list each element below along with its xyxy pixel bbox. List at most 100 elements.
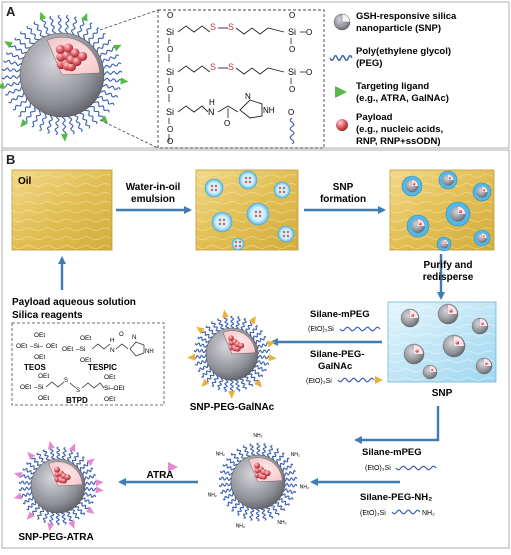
payload-ball: [455, 340, 460, 345]
peg-chain: [218, 476, 233, 481]
sulfur-atom: S: [228, 22, 234, 32]
peg-chain: [2, 80, 23, 88]
peg-chain: [31, 109, 42, 128]
peg-chain: [270, 503, 280, 516]
ligand-icon: [0, 82, 5, 90]
surface-ripple: [195, 209, 297, 214]
legend-ligand-line1: Targeting ligand: [356, 81, 429, 92]
surface-ripple: [387, 341, 495, 346]
btpd-chain: [45, 381, 65, 388]
payload-title-line1: Payload aqueous solution: [12, 297, 136, 308]
payload-dot: [234, 240, 238, 244]
peg-chain: [256, 442, 261, 457]
surface-ripple: [11, 191, 111, 196]
payload-dot: [218, 222, 222, 226]
nh2-label: NH₂: [300, 485, 309, 491]
surface-ripple: [11, 200, 111, 205]
peg-chain: [194, 342, 209, 348]
peg-chain: [282, 488, 296, 494]
nh-atom: NH: [145, 349, 154, 355]
payload-ball: [411, 313, 415, 317]
galnac-ligand-icon: [375, 376, 383, 384]
peg-chain: [223, 377, 229, 392]
oet-group: OEt: [34, 354, 45, 361]
peg-chain: [260, 507, 267, 521]
payload-dot: [234, 244, 238, 248]
payload-ball: [481, 322, 484, 325]
peg-chain: [222, 491, 236, 501]
payload-dot: [238, 244, 242, 248]
ligand-icon: [266, 340, 276, 348]
peg-chain: [242, 445, 251, 459]
water-droplet: [204, 178, 224, 198]
si-atom: –Si: [34, 384, 43, 391]
peg-chain: [249, 443, 256, 457]
imidazole-n: N: [245, 92, 251, 101]
payload-dot: [258, 214, 262, 218]
surface-ripple: [387, 315, 495, 319]
peg-chain: [235, 316, 241, 331]
peg-tail: [289, 117, 295, 145]
ligand-icon: [268, 354, 277, 362]
oxygen-atom: O: [306, 28, 312, 37]
payload-icon: [336, 119, 348, 131]
surface-ripple: [389, 209, 493, 214]
legend-payload-line1: Payload: [356, 112, 393, 123]
oxygen-atom: O: [167, 125, 173, 134]
alkyl-chain: [177, 25, 211, 33]
oil-box: Oil: [11, 169, 113, 251]
step-purify-line1: Purify and: [424, 260, 473, 271]
peg-chain: [243, 375, 254, 387]
sulfur-atom: S: [210, 22, 216, 32]
peg-chain: [193, 348, 208, 353]
peg-chain: [248, 325, 258, 337]
peg-chain: [78, 461, 90, 472]
peg-chain: [230, 452, 242, 463]
ligand-icon: [248, 315, 256, 325]
peg-chain: [211, 374, 219, 387]
ligand-icon: [201, 378, 210, 388]
peg-chain: [61, 447, 67, 462]
peg-chain: [218, 482, 233, 487]
peg-chain: [256, 349, 271, 354]
legend-ligand-line2: (e.g., ATRA, GalNAc): [356, 93, 449, 104]
oxygen-atom-top: O: [167, 11, 173, 20]
ss-bond: [69, 382, 77, 389]
peg-chain: [26, 25, 40, 43]
oet-group: OEt: [38, 395, 49, 402]
peg-chain: [87, 27, 100, 44]
payload-ball: [485, 362, 488, 365]
payload-ball: [415, 349, 419, 353]
surface-ripple: [387, 332, 495, 337]
ligand-icon: [335, 86, 347, 98]
water-droplet: [277, 225, 295, 243]
snp-water-box: SNP: [387, 301, 497, 399]
peg-chain: [226, 496, 238, 507]
oet-group: OEt: [46, 343, 57, 350]
si-atom: –Si: [76, 346, 85, 353]
peg-chain: [57, 14, 62, 36]
imidazole-ring: [239, 99, 263, 119]
oil-label: Oil: [18, 176, 32, 187]
surface-ripple: [389, 191, 493, 196]
step-purify-line2: redisperse: [423, 272, 474, 283]
peg-chain: [237, 503, 245, 516]
oxygen-atom-bottom: O: [167, 137, 173, 146]
peg-chain: [26, 462, 39, 471]
peg-chain: [265, 505, 274, 519]
peg-chain: [197, 336, 211, 344]
s-atom: S: [76, 388, 80, 394]
peg-chain: [79, 110, 91, 129]
peg-chain: [101, 77, 123, 83]
payload-ball: [418, 222, 422, 226]
peg-chain: [77, 501, 90, 510]
peg-chain: [89, 104, 104, 119]
surface-ripple: [389, 236, 493, 240]
ligand-icon: [228, 390, 236, 399]
oet-group: OEt: [16, 343, 27, 350]
ligand-icon: [68, 520, 75, 530]
sulfur-atom: S: [228, 62, 234, 72]
peg-chain: [271, 448, 279, 461]
